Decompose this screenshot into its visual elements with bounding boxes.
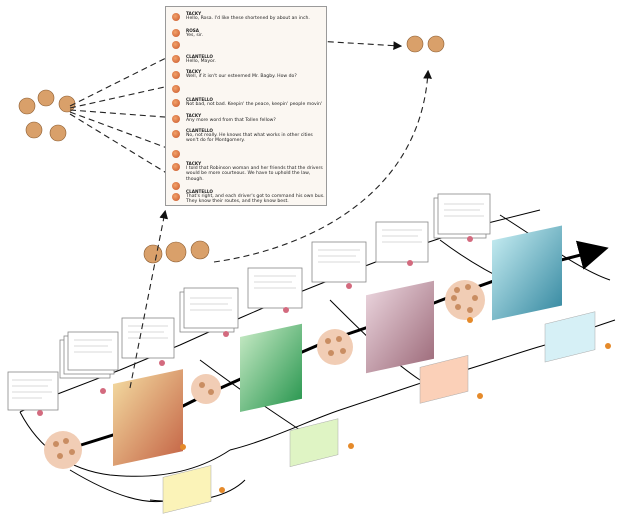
dialogue-line: TACKY Any more word from that Tollen fel… <box>186 113 326 123</box>
line-text: That's right, and each driver's got to c… <box>186 194 325 205</box>
speaker-name: CLANTELLO <box>186 189 213 194</box>
scene-image-2 <box>240 323 302 412</box>
speaker-name: CLANTELLO <box>186 128 213 133</box>
scene-image-3 <box>366 280 434 374</box>
speaker-name: CLANTELLO <box>186 54 213 59</box>
speaker-avatar <box>172 193 180 201</box>
speaker-name: ROSA <box>186 28 200 33</box>
scene-image-1 <box>113 369 183 466</box>
line-text: Hello, Rosa. I'd like these shortened by… <box>186 16 310 22</box>
line-text: Yes, sir. <box>186 33 203 39</box>
disc-face-dots <box>53 284 478 459</box>
speaker-avatar <box>172 71 180 79</box>
script-text-lines <box>12 203 484 399</box>
speaker-avatar <box>172 55 180 63</box>
character-group-right <box>406 35 445 53</box>
line-text: Any more word from that Tollen fellow? <box>186 118 276 124</box>
dialogue-line: TACKY I told that Robinson woman and her… <box>186 161 326 182</box>
speaker-avatar <box>172 130 180 138</box>
location-map-3 <box>419 355 469 404</box>
character-disc-1 <box>44 431 82 469</box>
scene-images <box>113 225 562 466</box>
dialogue-line: ROSA Yes, sir. <box>186 28 326 38</box>
speaker-name: TACKY <box>186 113 202 118</box>
dialogue-line: CLANTELLO That's right, and each driver'… <box>186 189 326 205</box>
speaker-avatar <box>172 85 180 93</box>
speaker-avatar <box>172 182 180 190</box>
line-text: I told that Robinson woman and her frien… <box>186 166 323 182</box>
dialogue-panel: TACKY Hello, Rosa. I'd like these shorte… <box>165 6 327 206</box>
location-map-4 <box>544 311 596 363</box>
dialogue-line: TACKY Well, if it isn't our esteemed Mr.… <box>186 69 326 79</box>
speaker-avatar <box>172 150 180 158</box>
speaker-avatar <box>172 99 180 107</box>
line-text: Hello, Mayor. <box>186 59 216 65</box>
dialogue-line: CLANTELLO Not bad, not bad. Keepin' the … <box>186 97 326 107</box>
character-disc-4 <box>445 280 485 320</box>
dialogue-line: CLANTELLO Hello, Mayor. <box>186 54 326 64</box>
character-group-left <box>18 89 76 142</box>
dialogue-line: TACKY Hello, Rosa. I'd like these shorte… <box>186 11 326 21</box>
line-text: No, not really. He knows that what works… <box>186 133 313 144</box>
speaker-name: CLANTELLO <box>186 97 213 102</box>
scene-image-4 <box>492 225 562 321</box>
location-maps <box>162 311 596 514</box>
speaker-name: TACKY <box>186 161 202 166</box>
speaker-avatar <box>172 13 180 21</box>
character-group-middle <box>143 240 210 264</box>
location-map-2 <box>289 418 339 468</box>
location-map-1 <box>162 465 212 514</box>
speaker-avatar <box>172 29 180 37</box>
speaker-name: TACKY <box>186 69 202 74</box>
speaker-avatar <box>172 41 180 49</box>
speaker-name: TACKY <box>186 11 202 16</box>
character-discs <box>44 280 485 469</box>
speaker-avatar <box>172 163 180 171</box>
line-text: Not bad, not bad. Keepin' the peace, kee… <box>186 102 323 108</box>
speaker-avatar <box>172 115 180 123</box>
line-text: Well, if it isn't our esteemed Mr. Bagby… <box>186 74 297 80</box>
dialogue-line: CLANTELLO No, not really. He knows that … <box>186 128 326 144</box>
character-disc-3 <box>317 329 353 365</box>
figure-icons <box>37 236 611 493</box>
character-disc-2 <box>191 374 221 404</box>
